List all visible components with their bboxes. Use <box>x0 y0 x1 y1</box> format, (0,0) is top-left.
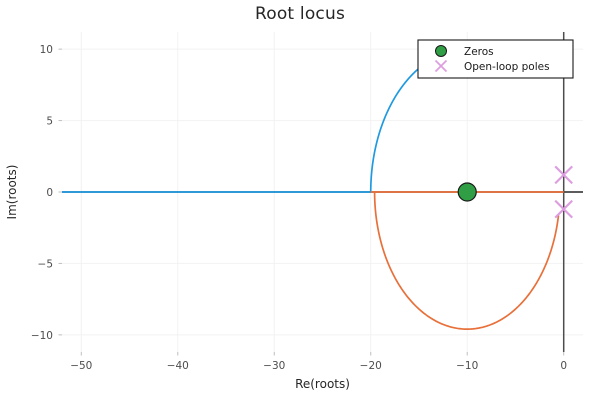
x-tick-label: 0 <box>560 360 567 372</box>
locus-curves-layer <box>62 48 564 330</box>
chart-title: Root locus <box>254 4 346 24</box>
x-tick-label: −30 <box>263 360 285 372</box>
open-loop-pole-marker <box>554 165 573 185</box>
y-tick-label: −5 <box>38 258 53 270</box>
y-tick-label: −10 <box>31 330 53 342</box>
pole-x-stroke <box>554 165 573 185</box>
axis-titles-layer: Re(roots) Im(roots) <box>5 165 350 391</box>
x-tick-label: −20 <box>360 360 382 372</box>
x-tick-label: −40 <box>167 360 189 372</box>
zero-marker <box>457 182 477 202</box>
y-tick-label: 0 <box>46 187 53 199</box>
legend-item-label: Open-loop poles <box>464 61 550 73</box>
y-tick-label: 5 <box>46 116 53 128</box>
y-axis-title: Im(roots) <box>5 165 19 220</box>
x-tick-label: −50 <box>70 360 92 372</box>
y-tick-label: 10 <box>40 44 53 56</box>
locus-arc <box>373 191 560 330</box>
legend-item-label: Zeros <box>464 46 494 58</box>
legend-item[interactable]: Zeros <box>435 45 494 59</box>
legend-poles-icon <box>434 59 448 73</box>
pole-x-stroke <box>554 199 573 219</box>
open-loop-pole-marker <box>554 199 573 219</box>
legend-zeros-icon <box>435 45 447 57</box>
x-tick-label: −10 <box>456 360 478 372</box>
x-axis-title: Re(roots) <box>295 377 350 391</box>
pole-zero-markers-layer <box>457 165 573 219</box>
legend-item[interactable]: Open-loop poles <box>434 59 550 74</box>
